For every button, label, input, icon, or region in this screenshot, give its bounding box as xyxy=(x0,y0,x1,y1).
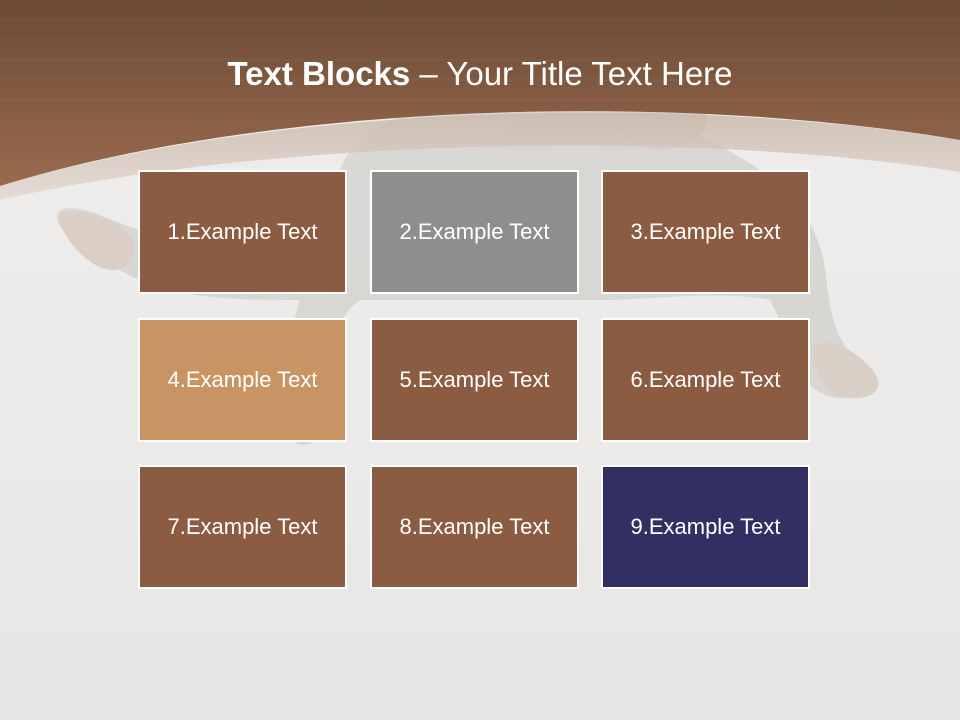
header-shape xyxy=(0,0,960,186)
text-block-label: 2.Example Text xyxy=(399,219,550,244)
text-block-3[interactable]: 3.Example Text xyxy=(601,170,810,294)
text-block-label: 3.Example Text xyxy=(630,219,781,244)
text-block-label: 7.Example Text xyxy=(167,514,318,539)
title-rest: Your Title Text Here xyxy=(446,55,733,92)
text-block-4[interactable]: 4.Example Text xyxy=(138,318,347,442)
header-curve-band xyxy=(0,112,960,200)
text-block-label: 5.Example Text xyxy=(399,367,550,392)
text-block-6[interactable]: 6.Example Text xyxy=(601,318,810,442)
text-block-1[interactable]: 1.Example Text xyxy=(138,170,347,294)
text-block-label: 6.Example Text xyxy=(630,367,781,392)
header-stripes xyxy=(0,19,960,121)
text-block-8[interactable]: 8.Example Text xyxy=(370,465,579,589)
title-dash: – xyxy=(410,55,447,92)
text-block-7[interactable]: 7.Example Text xyxy=(138,465,347,589)
text-block-label: 4.Example Text xyxy=(167,367,318,392)
text-block-label: 8.Example Text xyxy=(399,514,550,539)
text-block-5[interactable]: 5.Example Text xyxy=(370,318,579,442)
text-block-9[interactable]: 9.Example Text xyxy=(601,465,810,589)
text-block-label: 1.Example Text xyxy=(167,219,318,244)
title-bold-part: Text Blocks xyxy=(227,55,411,92)
text-block-label: 9.Example Text xyxy=(630,514,781,539)
text-block-grid: 1.Example Text 2.Example Text 3.Example … xyxy=(138,170,816,594)
slide-title: Text Blocks – Your Title Text Here xyxy=(0,52,960,96)
text-block-2[interactable]: 2.Example Text xyxy=(370,170,579,294)
